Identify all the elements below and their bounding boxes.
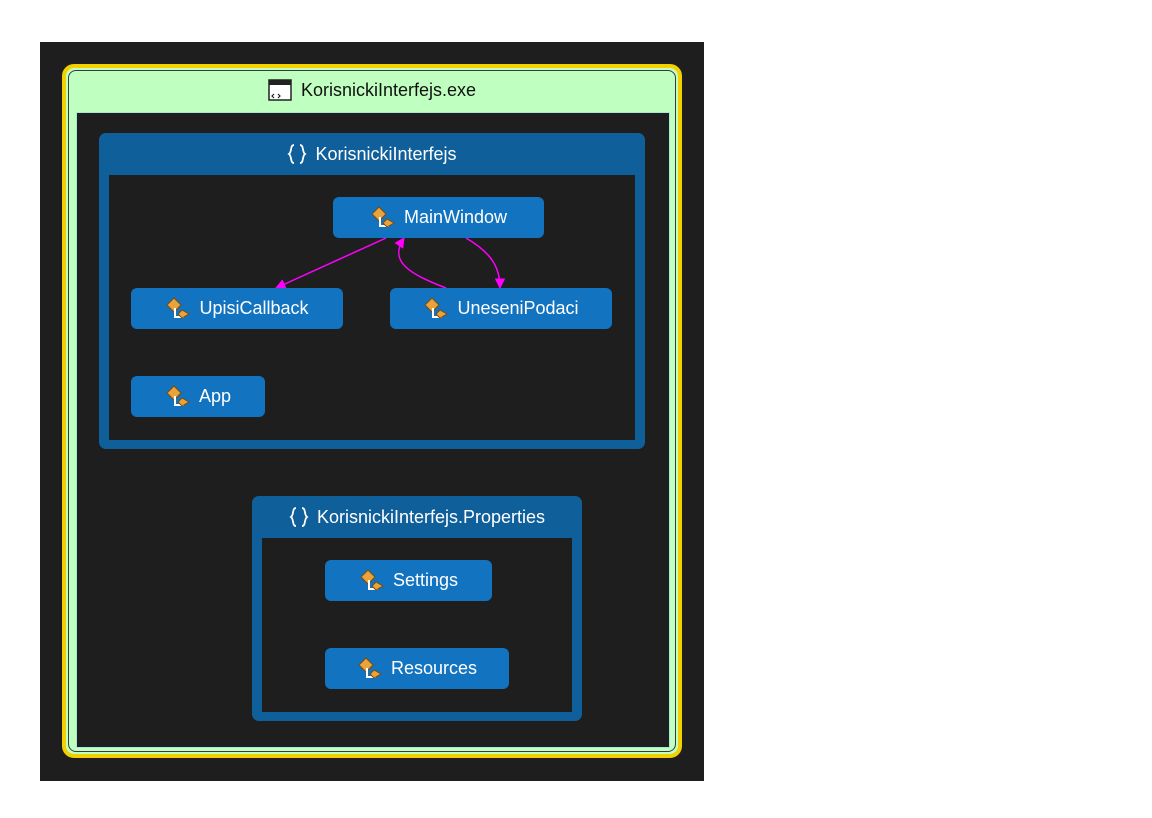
class-node-resources[interactable]: Resources <box>325 648 509 689</box>
class-icon <box>360 568 384 591</box>
namespace-header: KorisnickiInterfejs.Properties <box>252 496 582 538</box>
namespace-icon <box>287 144 308 164</box>
class-icon <box>371 205 395 228</box>
class-node-mainwindow[interactable]: MainWindow <box>333 197 544 238</box>
namespace-title: KorisnickiInterfejs <box>315 143 457 164</box>
exe-window-icon <box>268 79 292 101</box>
class-node-uneseni-podaci[interactable]: UneseniPodaci <box>390 288 612 329</box>
class-label: Settings <box>392 570 459 590</box>
class-label: UneseniPodaci <box>457 298 579 318</box>
assembly-header: KorisnickiInterfejs.exe <box>66 68 678 112</box>
class-label: App <box>198 386 232 406</box>
class-node-app[interactable]: App <box>131 376 265 417</box>
namespace-title: KorisnickiInterfejs.Properties <box>316 506 546 527</box>
namespace-header: KorisnickiInterfejs <box>99 133 645 175</box>
class-label: UpisiCallback <box>199 298 309 318</box>
class-icon <box>358 656 382 679</box>
class-icon <box>166 384 190 407</box>
class-icon <box>424 296 449 319</box>
assembly-title: KorisnickiInterfejs.exe <box>300 79 477 100</box>
class-label: Resources <box>390 658 478 678</box>
class-label: MainWindow <box>403 207 508 227</box>
class-node-settings[interactable]: Settings <box>325 560 492 601</box>
class-node-upisicallback[interactable]: UpisiCallback <box>131 288 343 329</box>
namespace-korisnickiinterfejs-properties[interactable]: KorisnickiInterfejs.Properties <box>252 496 582 721</box>
class-icon <box>166 296 191 319</box>
namespace-icon <box>289 507 309 527</box>
